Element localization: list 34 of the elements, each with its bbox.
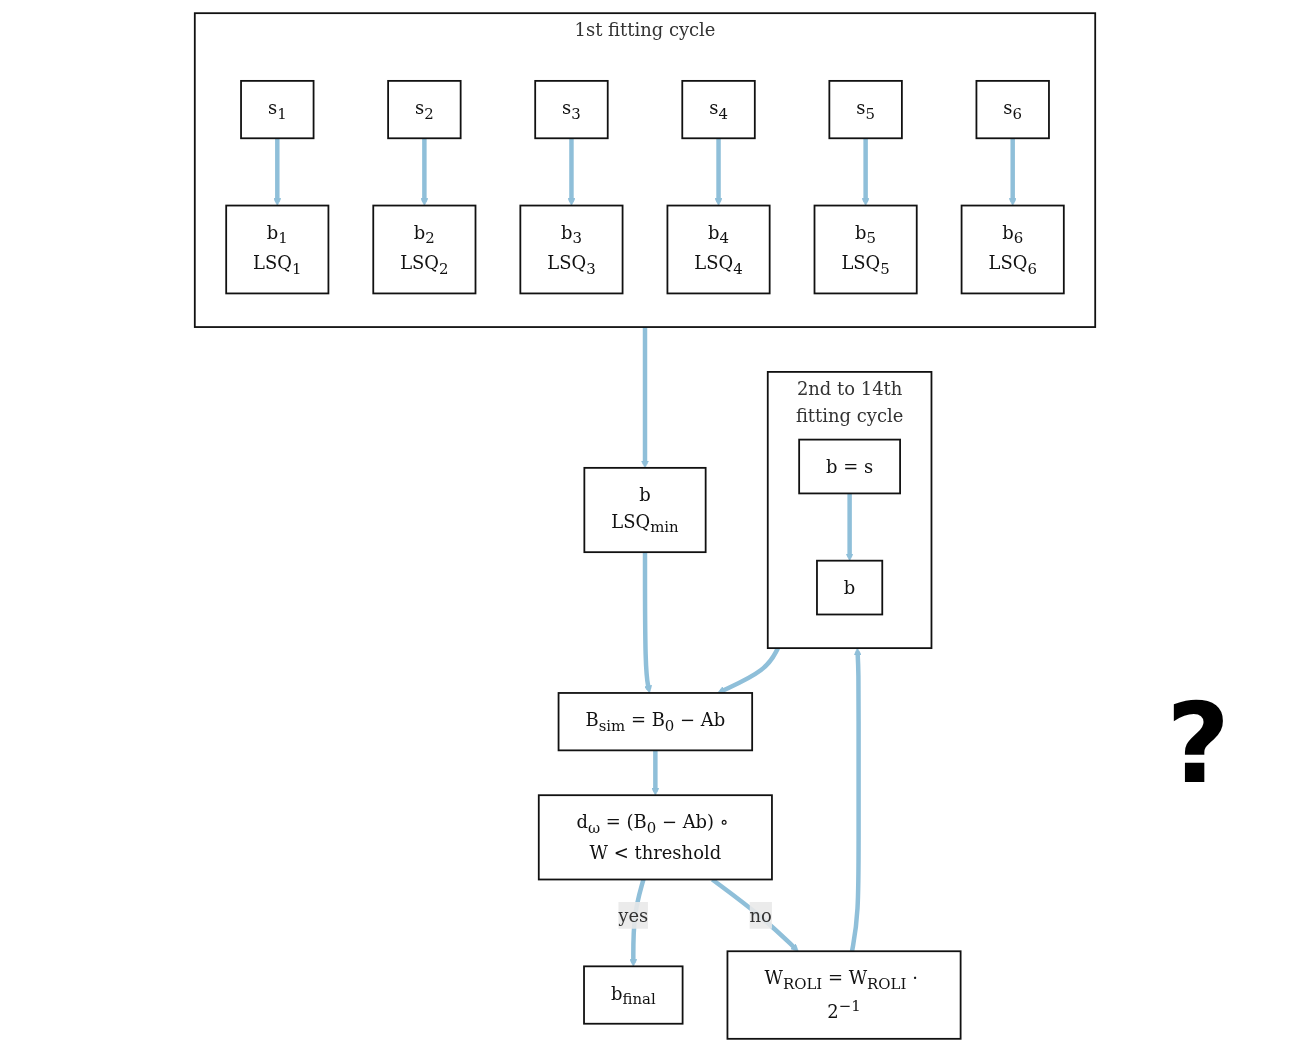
node-box: b (816, 559, 884, 616)
arrow (420, 138, 429, 206)
arrow (717, 647, 780, 694)
node-box: b$_{3}$ LSQ$_{3}$ (519, 204, 624, 295)
node-box: s$_{3}$ (534, 80, 609, 140)
node-box: b$_{5}$ LSQ$_{5}$ (813, 204, 918, 295)
node-box: b$_{2}$ LSQ$_{2}$ (372, 204, 477, 295)
arrow (567, 138, 576, 206)
question-mark-note: ? (1166, 680, 1230, 808)
node-box: b$_{6}$ LSQ$_{6}$ (960, 204, 1065, 295)
node-box: s$_{6}$ (975, 80, 1050, 140)
arrow (651, 750, 660, 796)
edge-label: no (749, 904, 772, 927)
arrow (641, 327, 649, 469)
node-box: s$_{1}$ (240, 80, 315, 140)
arrow (845, 493, 854, 562)
node-box: b$_{final}$ (583, 965, 684, 1025)
node-box: b$_{1}$ LSQ$_{1}$ (225, 204, 330, 295)
node-box: W$_{ROLI}$ = W$_{ROLI}$ · 2$^{−1}$ (726, 950, 962, 1040)
node-box: b$_{4}$ LSQ$_{4}$ (666, 204, 771, 295)
node-box: b = s (798, 438, 901, 495)
arrow (849, 647, 862, 952)
node-box: d$_{ω}$ = (B$_{0}$ − Ab) ∘ W < threshold (537, 794, 773, 881)
node-box: B$_{sim}$ = B$_{0}$ − Ab (557, 692, 754, 752)
node-box: s$_{5}$ (828, 80, 903, 140)
node-box: s$_{4}$ (681, 80, 756, 140)
arrow (861, 138, 870, 206)
node-box: b LSQ$_{min}$ (583, 466, 707, 554)
node-box: s$_{2}$ (387, 80, 462, 140)
arrow (273, 138, 282, 206)
edge-label: yes (618, 904, 649, 927)
arrow (642, 552, 652, 694)
arrow (714, 138, 723, 206)
arrow (1008, 138, 1017, 206)
